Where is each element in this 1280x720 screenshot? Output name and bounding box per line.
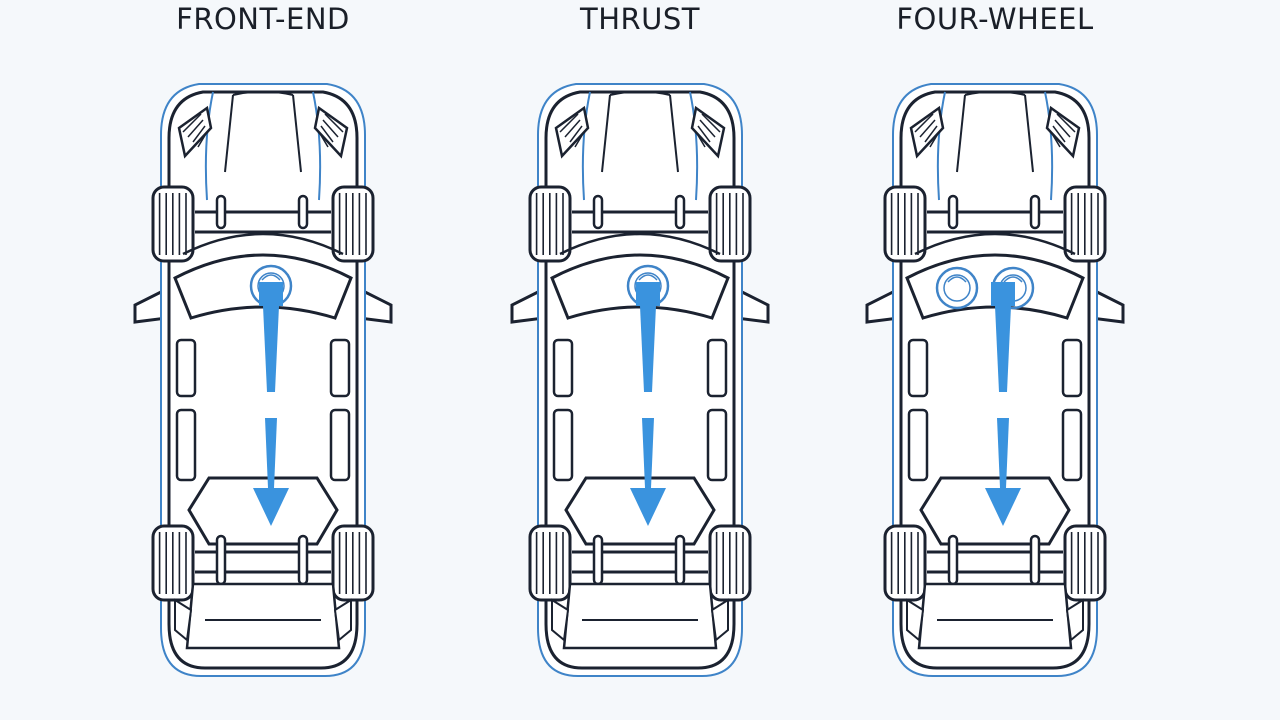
right-headlight: [1045, 105, 1081, 159]
front-right-wheel: [708, 185, 752, 263]
rear-deck: [564, 476, 716, 546]
rear-left-wheel: [883, 524, 927, 602]
front-axle: [572, 194, 708, 234]
rear-right-wheel: [1063, 524, 1107, 602]
arrow-shaft-lower: [997, 418, 1009, 488]
arrow-head-block: [259, 282, 283, 306]
hood-line: [1044, 91, 1054, 201]
arrow-shaft-lower: [642, 418, 654, 488]
trunk: [185, 582, 341, 650]
side-window: [907, 338, 929, 398]
hood-line: [312, 91, 322, 201]
right-headlight: [313, 105, 349, 159]
car-body: [167, 90, 359, 670]
rear-right-wheel: [331, 524, 375, 602]
hood-line: [232, 90, 294, 96]
arrow-head-block: [636, 282, 660, 306]
rear-axle: [195, 534, 331, 586]
arrow-head-block: [991, 282, 1015, 306]
panel-title: THRUST: [579, 2, 701, 36]
panel-title: FRONT-END: [176, 2, 350, 36]
right-taillight: [710, 598, 729, 642]
side-window: [175, 338, 197, 398]
side-window: [1061, 338, 1083, 398]
rear-left-wheel: [151, 524, 195, 602]
car-body: [899, 90, 1091, 670]
hood-line: [1024, 94, 1034, 173]
left-taillight: [906, 598, 925, 642]
arrow-shaft-upper: [640, 306, 656, 392]
car-body: [544, 90, 736, 670]
side-window: [329, 338, 351, 398]
front-axle: [195, 194, 331, 234]
center-line-arrow: [985, 282, 1021, 526]
gauge-icon: [935, 266, 979, 310]
front-left-wheel: [528, 185, 572, 263]
hood-line: [292, 94, 302, 173]
right-taillight: [333, 598, 352, 642]
side-window: [552, 408, 574, 482]
front-axle: [927, 194, 1063, 234]
arrow-head: [253, 488, 289, 526]
hood-line: [601, 94, 611, 173]
car-body-group: [133, 83, 393, 677]
hood-line: [224, 94, 234, 173]
panel-four-wheel: FOUR-WHEEL: [845, 0, 1145, 720]
hood-line: [609, 90, 671, 96]
windshield-edge: [914, 232, 1076, 256]
center-line-arrow: [253, 282, 289, 526]
side-window: [329, 408, 351, 482]
side-window: [706, 408, 728, 482]
side-window: [1061, 408, 1083, 482]
side-window: [907, 408, 929, 482]
hood-line: [581, 91, 591, 201]
arrow-head: [985, 488, 1021, 526]
car-top-view: [133, 83, 393, 677]
arrow-shaft-upper: [263, 306, 279, 392]
hood-line: [689, 91, 699, 201]
hood-line: [669, 94, 679, 173]
left-taillight: [174, 598, 193, 642]
arrow-head: [630, 488, 666, 526]
side-window: [175, 408, 197, 482]
front-left-wheel: [883, 185, 927, 263]
trunk: [562, 582, 718, 650]
rear-axle: [927, 534, 1063, 586]
windshield-edge: [559, 232, 721, 256]
rear-left-wheel: [528, 524, 572, 602]
trunk: [917, 582, 1073, 650]
panel-title: FOUR-WHEEL: [896, 2, 1094, 36]
windshield-edge: [182, 232, 344, 256]
left-headlight: [909, 105, 945, 159]
arrow-shaft-lower: [265, 418, 277, 488]
hood-line: [936, 91, 946, 201]
car-body-group: [510, 83, 770, 677]
front-right-wheel: [331, 185, 375, 263]
side-window: [552, 338, 574, 398]
front-left-wheel: [151, 185, 195, 263]
hood-line: [204, 91, 214, 201]
rear-deck: [919, 476, 1071, 546]
center-line-arrow: [630, 282, 666, 526]
front-right-wheel: [1063, 185, 1107, 263]
arrow-shaft-upper: [995, 306, 1011, 392]
left-taillight: [551, 598, 570, 642]
hood-line: [964, 90, 1026, 96]
right-headlight: [690, 105, 726, 159]
rear-right-wheel: [708, 524, 752, 602]
right-taillight: [1065, 598, 1084, 642]
side-window: [706, 338, 728, 398]
car-body-group: [865, 83, 1125, 677]
panel-thrust: THRUST: [490, 0, 790, 720]
car-top-view: [510, 83, 770, 677]
car-top-view: [865, 83, 1125, 677]
panel-front-end: FRONT-END: [113, 0, 413, 720]
left-headlight: [554, 105, 590, 159]
rear-deck: [187, 476, 339, 546]
left-headlight: [177, 105, 213, 159]
hood-line: [956, 94, 966, 173]
